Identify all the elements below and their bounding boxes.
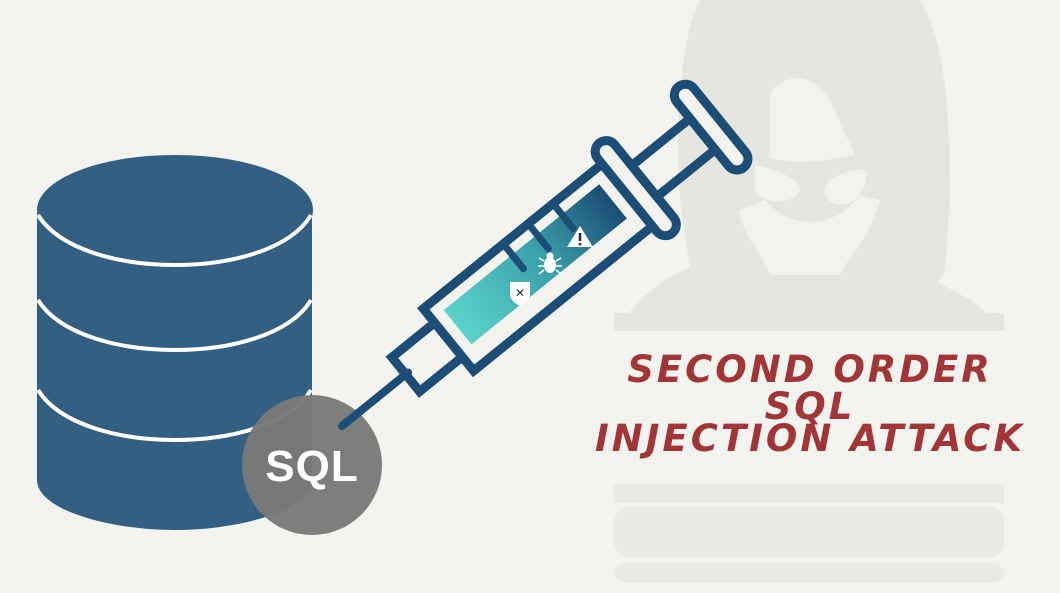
title-line-2: INJECTION ATTACK — [594, 417, 1026, 460]
syringe-icon — [338, 79, 753, 430]
shield-icon: ✕ — [510, 282, 530, 306]
bug-icon — [538, 252, 562, 275]
database-icon — [36, 155, 313, 530]
hacker-silhouette-icon — [614, 0, 1004, 583]
sql-badge — [242, 395, 382, 535]
warning-icon — [567, 226, 593, 247]
sql-badge-label: SQL — [265, 442, 359, 491]
title-line-1: SECOND ORDER SQL — [627, 348, 993, 428]
svg-text:✕: ✕ — [515, 286, 525, 300]
